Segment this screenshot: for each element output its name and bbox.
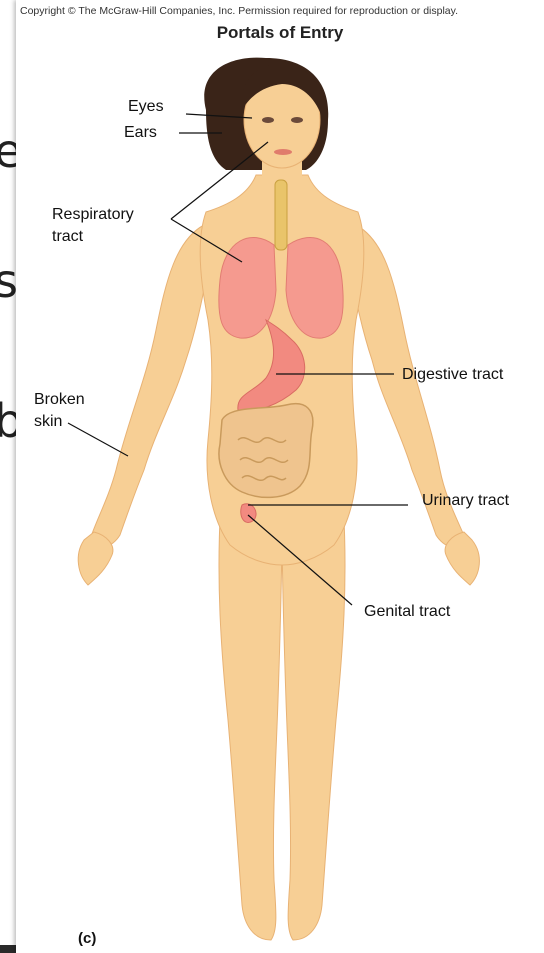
label-eyes: Eyes [128,97,164,116]
label-broken-skin-line2: skin [34,412,62,431]
label-urinary-tract: Urinary tract [422,491,509,510]
eye-illustration [262,117,274,123]
label-respiratory-tract-line1: Respiratory [52,205,134,224]
eye-illustration [291,117,303,123]
broken-skin-leader-line [68,423,128,456]
label-genital-tract: Genital tract [364,602,450,621]
right-leg-illustration [219,500,282,940]
figure-panel: Copyright © The McGraw-Hill Companies, I… [16,0,544,953]
panel-label: (c) [78,930,96,947]
mouth-illustration [274,149,292,155]
label-ears: Ears [124,123,157,142]
label-respiratory-tract-line2: tract [52,227,83,246]
right-hand-illustration [78,532,113,585]
human-body-illustration [16,0,544,953]
intestines-illustration [219,404,313,498]
left-hand-illustration [445,532,479,585]
label-broken-skin-line1: Broken [34,390,85,409]
left-leg-illustration [282,500,345,940]
right-arm-illustration [88,225,208,548]
trachea-illustration [275,180,287,250]
label-digestive-tract: Digestive tract [402,365,503,384]
